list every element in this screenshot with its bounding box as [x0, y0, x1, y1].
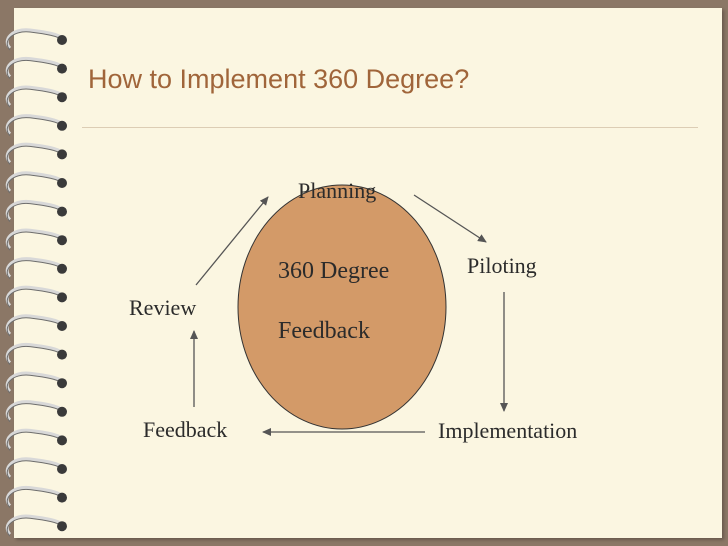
binding-ring-shadow [6, 345, 63, 365]
binding-ring-shadow [6, 117, 63, 137]
stage-planning: Planning [298, 178, 377, 203]
binding-ring-shadow [6, 31, 63, 51]
binding-hole [57, 235, 67, 246]
binding-hole [57, 149, 67, 160]
stage-piloting: Piloting [467, 253, 537, 278]
binding-ring-shadow [6, 460, 63, 480]
slide-title: How to Implement 360 Degree? [88, 64, 470, 94]
binding-hole [57, 292, 67, 303]
binding-ring-shadow [6, 59, 63, 79]
binding-hole [57, 492, 67, 503]
binding-ring-shadow [6, 403, 63, 423]
binding-hole [57, 63, 67, 74]
binding-ring-shadow [6, 260, 63, 280]
binding-ring-shadow [6, 374, 63, 394]
binding-ring-shadow [6, 431, 63, 451]
binding-hole [57, 92, 67, 103]
binding-hole [57, 35, 67, 45]
binding-hole [57, 406, 67, 417]
binding-ring-shadow [6, 174, 63, 194]
binding-ring-shadow [6, 517, 63, 537]
binding-hole [57, 521, 67, 532]
stage-feedback: Feedback [143, 417, 228, 442]
center-label-line2: Feedback [278, 318, 370, 344]
binding-ring-shadow [6, 145, 63, 165]
binding-ring-shadow [6, 202, 63, 222]
stage-implementation: Implementation [438, 418, 578, 443]
binding-hole [57, 349, 67, 360]
binding-ring-shadow [6, 488, 63, 508]
spiral-binding-icon [5, 28, 67, 537]
arrow-review-to-planning [195, 196, 269, 286]
center-label-line1: 360 Degree [278, 258, 390, 284]
binding-ring-shadow [6, 288, 63, 308]
stage-review: Review [129, 295, 197, 320]
binding-hole [57, 178, 67, 188]
arrow-planning-to-piloting [413, 194, 487, 243]
binding-hole [57, 378, 67, 389]
binding-ring-shadow [6, 231, 63, 251]
binding-hole [57, 120, 67, 131]
binding-hole [57, 206, 67, 217]
binding-hole [57, 321, 67, 331]
binding-ring-shadow [6, 317, 63, 337]
binding-hole [57, 263, 67, 274]
binding-hole [57, 435, 67, 446]
binding-hole [57, 464, 67, 474]
center-circle [237, 184, 447, 430]
title-divider [82, 127, 698, 128]
binding-ring-shadow [6, 88, 63, 108]
